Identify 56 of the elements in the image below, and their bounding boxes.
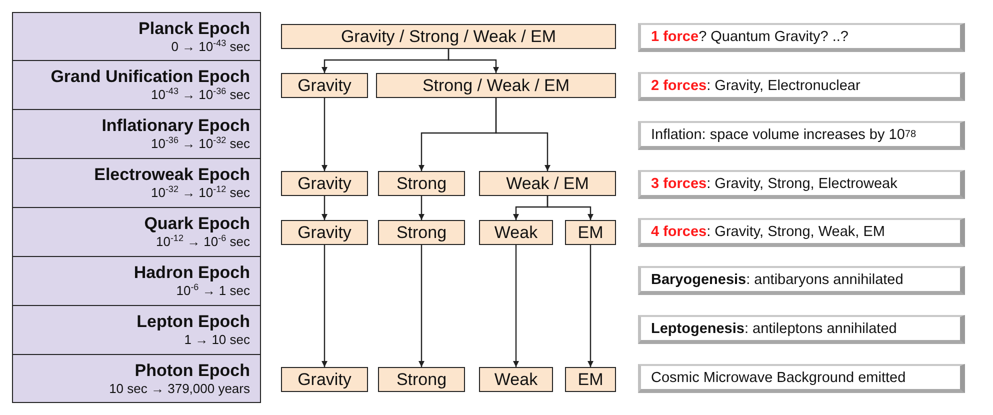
epoch-row xyxy=(12,60,261,110)
arrow xyxy=(495,98,550,171)
time-range: 10 sec → 379,000 years xyxy=(109,380,250,396)
force-box: Strong / Weak / EM xyxy=(376,73,616,98)
arrow xyxy=(322,245,328,367)
epoch-row xyxy=(12,158,261,208)
force-box: Strong xyxy=(378,367,465,392)
epoch-row xyxy=(12,305,261,355)
note-box: Cosmic Microwave Background emitted xyxy=(638,364,965,393)
arrow xyxy=(322,98,328,171)
force-box: Gravity / Strong / Weak / EM xyxy=(281,24,616,49)
epoch-title: Quark Epoch xyxy=(144,214,250,234)
force-box: Gravity xyxy=(281,73,368,98)
note-box: 2 forces: Gravity, Electronuclear xyxy=(638,72,965,101)
time-range: 0 → 10$^{-43}$ sec xyxy=(171,38,250,54)
arrow xyxy=(418,245,424,367)
note-box: 3 forces: Gravity, Strong, Electroweak xyxy=(638,170,965,199)
force-box: EM xyxy=(565,367,616,392)
epoch-row xyxy=(12,354,261,403)
force-box: Gravity xyxy=(281,220,368,245)
epoch-title: Grand Unification Epoch xyxy=(50,67,250,87)
epoch-title: Photon Epoch xyxy=(134,360,250,380)
force-box: Weak xyxy=(479,367,553,392)
epoch-title: Planck Epoch xyxy=(138,18,250,38)
time-range: 10$^{-43}$ → 10$^{-36}$ sec xyxy=(150,87,250,103)
epoch-title: Inflationary Epoch xyxy=(102,116,250,136)
force-box: Gravity xyxy=(281,367,368,392)
note-box: Inflation: space volume increases by 10$^{78}$ xyxy=(638,121,965,150)
epoch-title: Lepton Epoch xyxy=(136,312,250,332)
epoch-row xyxy=(12,256,261,306)
time-range: 10$^{-32}$ → 10$^{-12}$ sec xyxy=(150,185,250,201)
epoch-title: Electroweak Epoch xyxy=(94,165,250,185)
time-range: 1 → 10 sec xyxy=(184,332,250,348)
arrow xyxy=(418,196,424,220)
note-box: Baryogenesis: antibaryons annihilated xyxy=(638,266,965,295)
force-box: Weak / EM xyxy=(479,171,616,196)
note-box: 1 force? Quantum Gravity? ..? xyxy=(638,23,965,52)
epoch-row xyxy=(12,109,261,159)
epoch-title: Hadron Epoch xyxy=(134,263,250,283)
epoch-row xyxy=(12,207,261,257)
force-box: EM xyxy=(565,220,616,245)
arrow xyxy=(588,245,594,367)
arrow xyxy=(322,196,328,220)
force-box: Gravity xyxy=(281,171,368,196)
force-box: Weak xyxy=(479,220,553,245)
arrow xyxy=(513,245,519,367)
force-box: Strong xyxy=(378,220,465,245)
note-box: 4 forces: Gravity, Strong, Weak, EM xyxy=(638,218,965,247)
time-range: 10$^{-6}$ → 1 sec xyxy=(176,283,250,299)
arrow xyxy=(546,196,594,220)
note-box: Leptogenesis: antileptons annihilated xyxy=(638,315,965,344)
time-range: 10$^{-36}$ → 10$^{-32}$ sec xyxy=(150,136,250,152)
arrow xyxy=(448,49,499,73)
time-range: 10$^{-12}$ → 10$^{-6}$ sec xyxy=(156,234,250,250)
epoch-row xyxy=(12,12,261,61)
force-box: Strong xyxy=(378,171,465,196)
